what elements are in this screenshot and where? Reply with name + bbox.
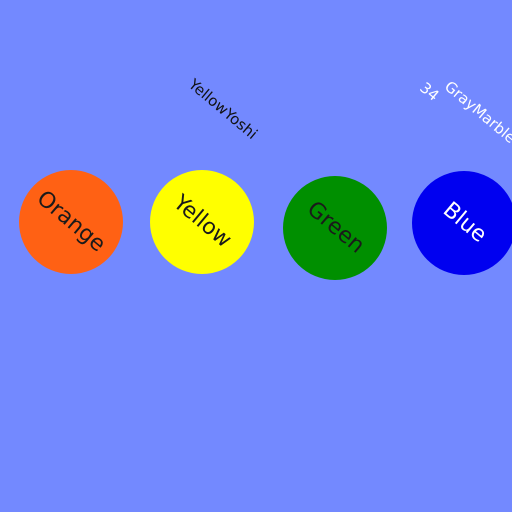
ball-yellow-label: Yellow (168, 190, 237, 253)
ball-blue-label: Blue (437, 197, 492, 248)
player-name: YellowYoshi (185, 75, 262, 144)
ball-orange-label: Orange (32, 185, 111, 258)
ball-green-label: Green (301, 196, 369, 259)
ball-green[interactable]: Green (283, 176, 387, 280)
ball-orange[interactable]: Orange (19, 170, 123, 274)
player-tag-yellowyoshi: YellowYoshi (185, 75, 262, 144)
player-tag-graymarble: GrayMarble 34 (416, 77, 512, 160)
ball-yellow[interactable]: Yellow (150, 170, 254, 274)
ball-blue[interactable]: Blue (412, 171, 512, 275)
